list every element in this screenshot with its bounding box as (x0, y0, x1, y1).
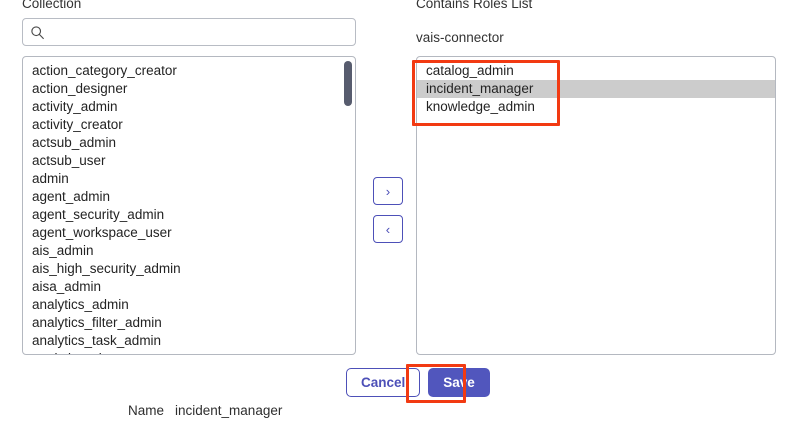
list-item[interactable]: action_designer (32, 81, 128, 96)
list-item[interactable]: aisa_admin (32, 279, 102, 294)
list-item[interactable]: agent_security_admin (32, 207, 165, 222)
list-item[interactable]: action_category_creator (32, 63, 177, 78)
list-item[interactable]: actsub_admin (32, 135, 117, 150)
search-input[interactable] (51, 20, 355, 44)
move-right-button[interactable]: › (373, 177, 403, 205)
list-item[interactable]: knowledge_admin (426, 99, 535, 114)
list-item[interactable]: ais_high_security_admin (32, 261, 181, 276)
save-button[interactable]: Save (428, 368, 490, 397)
collection-scrollbar-thumb[interactable] (344, 61, 352, 106)
list-item[interactable]: analytics_filter_admin (32, 315, 162, 330)
move-left-button[interactable]: ‹ (373, 215, 403, 243)
name-row: Name incident_manager (128, 403, 282, 418)
list-item[interactable]: catalog_admin (426, 63, 514, 78)
transfer-buttons: › ‹ (373, 177, 403, 253)
search-field[interactable] (22, 18, 356, 46)
list-item[interactable]: analytics_task_admin (32, 333, 162, 348)
list-item[interactable]: activity_admin (32, 99, 118, 114)
collection-scrollbar[interactable] (343, 59, 353, 352)
list-item[interactable]: analytics_admin (32, 297, 129, 312)
list-item[interactable]: incident_manager (417, 80, 775, 98)
chevron-right-icon: › (385, 183, 391, 199)
connector-name: vais-connector (416, 30, 504, 45)
contains-roles-list-label: Contains Roles List (416, 0, 533, 11)
list-item[interactable]: activity_creator (32, 117, 123, 132)
list-item[interactable]: agent_workspace_user (32, 225, 172, 240)
cancel-button[interactable]: Cancel (346, 368, 421, 397)
list-item[interactable]: admin (32, 171, 69, 186)
collection-label: Collection (22, 0, 82, 11)
search-icon (23, 25, 51, 40)
chevron-left-icon: ‹ (385, 221, 391, 237)
dialog-actions: Cancel Save (346, 368, 490, 397)
list-item[interactable]: ais_admin (32, 243, 94, 258)
name-label: Name (128, 403, 165, 418)
list-item[interactable]: agent_admin (32, 189, 111, 204)
name-value: incident_manager (175, 403, 283, 418)
list-item[interactable]: actsub_user (32, 153, 106, 168)
list-item[interactable]: analytics_viewer (23, 350, 355, 354)
